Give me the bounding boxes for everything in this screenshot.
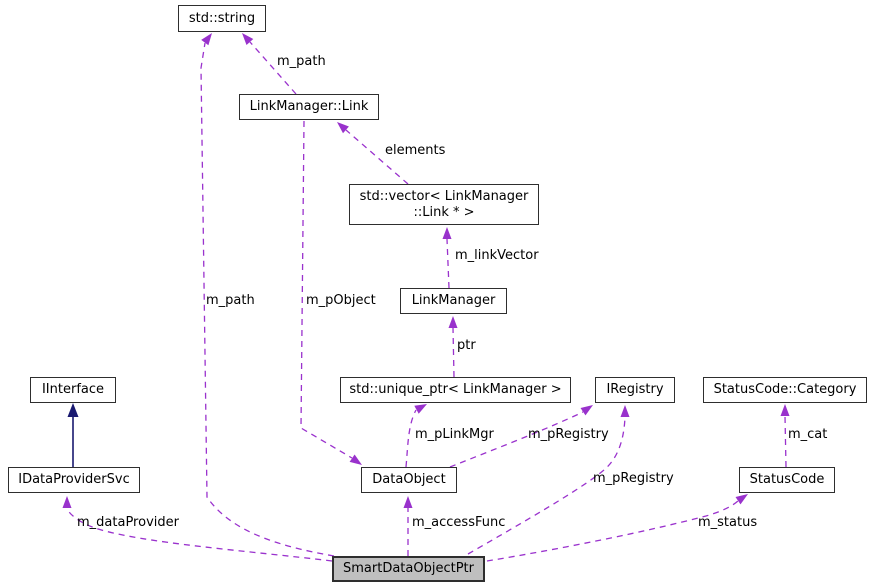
edge-m-pregistry-dataobject: [449, 405, 593, 468]
node-iinterface[interactable]: IInterface: [30, 377, 116, 403]
node-std-vector-link[interactable]: std::vector< LinkManager ::Link * >: [349, 184, 539, 225]
node-idataprovidersvc-label: IDataProviderSvc: [18, 472, 130, 487]
edge-label-m-plinkmgr: m_pLinkMgr: [415, 427, 494, 442]
edge-label-m-path-sdop-to-string: m_path: [206, 293, 255, 308]
edge-label-m-pregistry-dataobject: m_pRegistry: [528, 427, 609, 442]
edge-label-m-linkvector: m_linkVector: [455, 248, 539, 263]
edge-label-elements: elements: [385, 143, 446, 158]
node-std-string-label: std::string: [188, 10, 256, 26]
node-linkmanager-link-label: LinkManager::Link: [249, 99, 369, 114]
node-iregistry-label: IRegistry: [606, 382, 664, 397]
node-std-string[interactable]: std::string: [178, 5, 266, 32]
node-smartdataobjectptr-label: SmartDataObjectPtr: [343, 561, 474, 576]
node-dataobject-label: DataObject: [372, 472, 446, 487]
edge-label-m-accessfunc: m_accessFunc: [412, 515, 506, 530]
edge-m-plinkmgr: [405, 404, 427, 468]
node-std-vector-link-label-line1: std::vector< LinkManager: [359, 188, 529, 204]
edge-label-m-path-link-to-string: m_path: [277, 54, 326, 69]
edge-label-ptr: ptr: [457, 338, 476, 353]
edge-inheritance-idataprovidersvc-iinterface: [67, 403, 79, 467]
node-std-vector-link-label-line2: ::Link * >: [413, 204, 475, 220]
edge-ptr: [448, 316, 458, 378]
node-linkmanager-link[interactable]: LinkManager::Link: [239, 94, 379, 120]
edge-m-pobject: [300, 120, 362, 465]
node-smartdataobjectptr[interactable]: SmartDataObjectPtr: [332, 556, 485, 582]
edge-label-m-pregistry-sdop: m_pRegistry: [593, 471, 674, 486]
edge-label-m-pobject: m_pObject: [306, 293, 376, 308]
node-iinterface-label: IInterface: [41, 382, 105, 397]
edge-m-status: [486, 494, 748, 562]
edge-label-m-status: m_status: [698, 515, 758, 530]
edge-m-path-sdop-to-string: [200, 33, 335, 557]
edge-m-cat: [780, 404, 790, 468]
node-statuscode-category-label: StatusCode::Category: [713, 382, 857, 397]
node-std-unique-ptr-label: std::unique_ptr< LinkManager >: [349, 382, 562, 397]
edge-label-m-cat: m_cat: [788, 427, 828, 442]
node-iregistry[interactable]: IRegistry: [595, 377, 675, 403]
node-statuscode-label: StatusCode: [749, 472, 825, 487]
edge-m-accessfunc: [403, 496, 413, 556]
edge-label-m-dataprovider: m_dataProvider: [77, 515, 179, 530]
edge-m-dataprovider: [62, 496, 333, 562]
edge-elements: [337, 122, 409, 185]
node-dataobject[interactable]: DataObject: [361, 467, 457, 493]
node-std-unique-ptr[interactable]: std::unique_ptr< LinkManager >: [340, 377, 571, 403]
node-idataprovidersvc[interactable]: IDataProviderSvc: [8, 467, 140, 493]
node-linkmanager-label: LinkManager: [411, 293, 496, 308]
edge-m-path-link-to-string: [242, 33, 297, 95]
node-linkmanager[interactable]: LinkManager: [400, 288, 507, 314]
edge-m-linkvector: [442, 227, 452, 289]
edge-m-pregistry-sdop: [467, 405, 630, 555]
node-statuscode[interactable]: StatusCode: [739, 467, 835, 493]
node-statuscode-category[interactable]: StatusCode::Category: [703, 377, 867, 403]
